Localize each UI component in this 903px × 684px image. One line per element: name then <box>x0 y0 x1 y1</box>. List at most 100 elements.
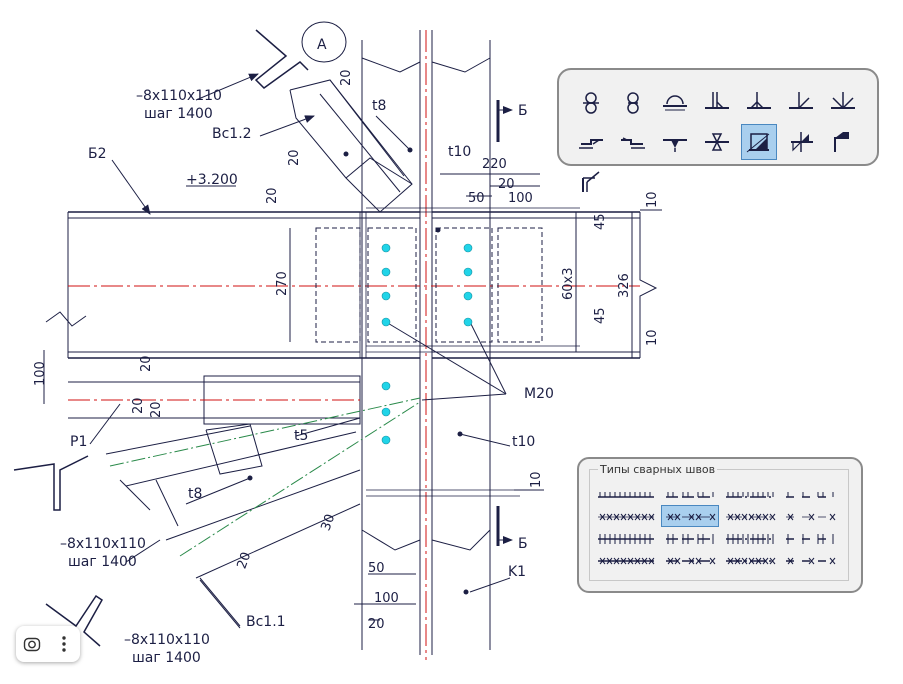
weld-symbol-button-2[interactable] <box>615 84 651 120</box>
weld-symbol-button-7[interactable] <box>825 84 861 120</box>
seam-solid-both-icon <box>598 534 654 544</box>
arc-weld-icon <box>663 95 687 111</box>
weld-symbol-palette <box>557 68 879 192</box>
dim-10-mid: 10 <box>645 329 660 346</box>
dim-220: 220 <box>482 157 507 172</box>
label-p1: Р1 <box>70 434 87 450</box>
label-k1: K1 <box>508 564 526 580</box>
weld-symbol-button-13[interactable] <box>783 124 819 160</box>
lap-weld-icon <box>579 139 603 149</box>
dim-270: 270 <box>275 271 290 296</box>
seam-chain-both-button[interactable] <box>721 527 779 549</box>
seam-chain-cross-button[interactable] <box>721 549 779 571</box>
double-circle-dot-weld-icon <box>627 92 639 114</box>
seam-staggered-hidden-icon <box>786 513 836 521</box>
weld-symbol-button-15[interactable] <box>573 164 609 200</box>
tee-double-weld-icon <box>747 92 771 109</box>
seam-staggered-cross-button[interactable] <box>781 549 839 571</box>
dim-20-b: 20 <box>287 149 302 166</box>
seam-staggered-hidden-button[interactable] <box>781 505 839 527</box>
weld-symbol-button-8[interactable] <box>573 124 609 160</box>
label-vs12: Вс1.2 <box>212 126 252 142</box>
dim-10-top: 10 <box>645 191 660 208</box>
label-plate-1-step: шаг 1400 <box>144 106 213 122</box>
corner-weld-icon <box>789 92 813 109</box>
seam-solid-both-button[interactable] <box>593 527 659 549</box>
more-options-button[interactable] <box>52 632 76 656</box>
camera-lens-button[interactable] <box>20 632 44 656</box>
label-plate-2-step: шаг 1400 <box>68 554 137 570</box>
section-mark-circle <box>301 21 347 63</box>
beam-b2 <box>45 211 658 359</box>
dim-100-bot: 100 <box>374 591 399 606</box>
more-vertical-icon <box>62 636 66 652</box>
tee-weld-icon <box>705 92 729 109</box>
dim-50-bot: 50 <box>368 561 385 576</box>
edge-double-weld-icon <box>582 171 600 192</box>
seam-staggered-visible-button[interactable] <box>781 483 839 505</box>
seam-types-group: Типы сварных швов <box>589 463 849 581</box>
seam-chain-hidden-button[interactable] <box>721 505 779 527</box>
label-t8-top: t8 <box>372 98 386 114</box>
weld-hatching <box>359 207 580 497</box>
edge-weld-icon <box>834 132 849 152</box>
butt-double-weld-icon <box>705 133 729 151</box>
dim-45-top: 45 <box>593 213 608 230</box>
butt-fill-weld-icon <box>663 139 687 152</box>
lower-braces <box>68 375 361 629</box>
dim-60x3: 60x3 <box>561 267 576 300</box>
dimension-lines <box>43 173 662 621</box>
dim-20-f: 20 <box>131 397 146 414</box>
seam-dashed-hidden-button[interactable] <box>661 505 719 527</box>
leader-lines <box>89 73 511 627</box>
dim-20-h: 20 <box>235 550 255 571</box>
seam-staggered-cross-icon <box>786 557 836 565</box>
seam-dashed-both-button[interactable] <box>661 527 719 549</box>
label-vs11: Вс1.1 <box>246 614 286 630</box>
seam-chain-visible-icon <box>726 492 774 498</box>
seam-chain-visible-button[interactable] <box>721 483 779 505</box>
brace-axis-2 <box>179 401 421 557</box>
dim-20-c: 20 <box>265 187 280 204</box>
splice-plates <box>315 227 543 343</box>
weld-symbol-button-1[interactable] <box>573 84 609 120</box>
section-mark-a: А <box>317 37 327 53</box>
dim-20-i: 20 <box>368 617 385 632</box>
weld-symbol-button-5[interactable] <box>741 84 777 120</box>
label-elevation: +3.200 <box>186 172 238 188</box>
weld-symbol-button-6[interactable] <box>783 84 819 120</box>
weld-symbol-button-9[interactable] <box>615 124 651 160</box>
weld-symbol-button-4[interactable] <box>699 84 735 120</box>
dim-50-top: 50 <box>468 191 485 206</box>
camera-lens-icon <box>23 637 41 652</box>
seam-solid-hidden-button[interactable] <box>593 505 659 527</box>
seam-staggered-both-icon <box>786 534 834 544</box>
weld-symbol-button-11[interactable] <box>699 124 735 160</box>
dim-100-top: 100 <box>508 191 533 206</box>
weld-symbol-button-12[interactable] <box>741 124 777 160</box>
label-plate-3-step: шаг 1400 <box>132 650 201 666</box>
seam-solid-visible-button[interactable] <box>593 483 659 505</box>
seam-types-grid <box>593 483 839 571</box>
weld-seam-types-panel: Типы сварных швов <box>577 457 863 593</box>
seam-dashed-visible-icon <box>666 492 714 498</box>
cut-mark-top: Б <box>518 103 528 119</box>
marker-dots <box>247 147 469 595</box>
seam-dashed-cross-button[interactable] <box>661 549 719 571</box>
dim-20-e: 20 <box>139 355 154 372</box>
label-plate-2-size: –8x110x110 <box>60 536 146 552</box>
weld-symbol-button-3[interactable] <box>657 84 693 120</box>
seam-solid-visible-icon <box>598 492 654 498</box>
label-b2: Б2 <box>88 146 107 162</box>
seam-dashed-visible-button[interactable] <box>661 483 719 505</box>
weld-symbol-grid <box>573 84 861 200</box>
seam-staggered-both-button[interactable] <box>781 527 839 549</box>
fillet-selected-weld-icon <box>746 133 770 153</box>
dim-326: 326 <box>617 273 632 298</box>
weld-symbol-button-10[interactable] <box>657 124 693 160</box>
weld-symbol-button-14[interactable] <box>825 124 861 160</box>
seam-dashed-cross-icon <box>666 557 716 565</box>
angle-sections <box>13 29 309 647</box>
seam-solid-cross-button[interactable] <box>593 549 659 571</box>
